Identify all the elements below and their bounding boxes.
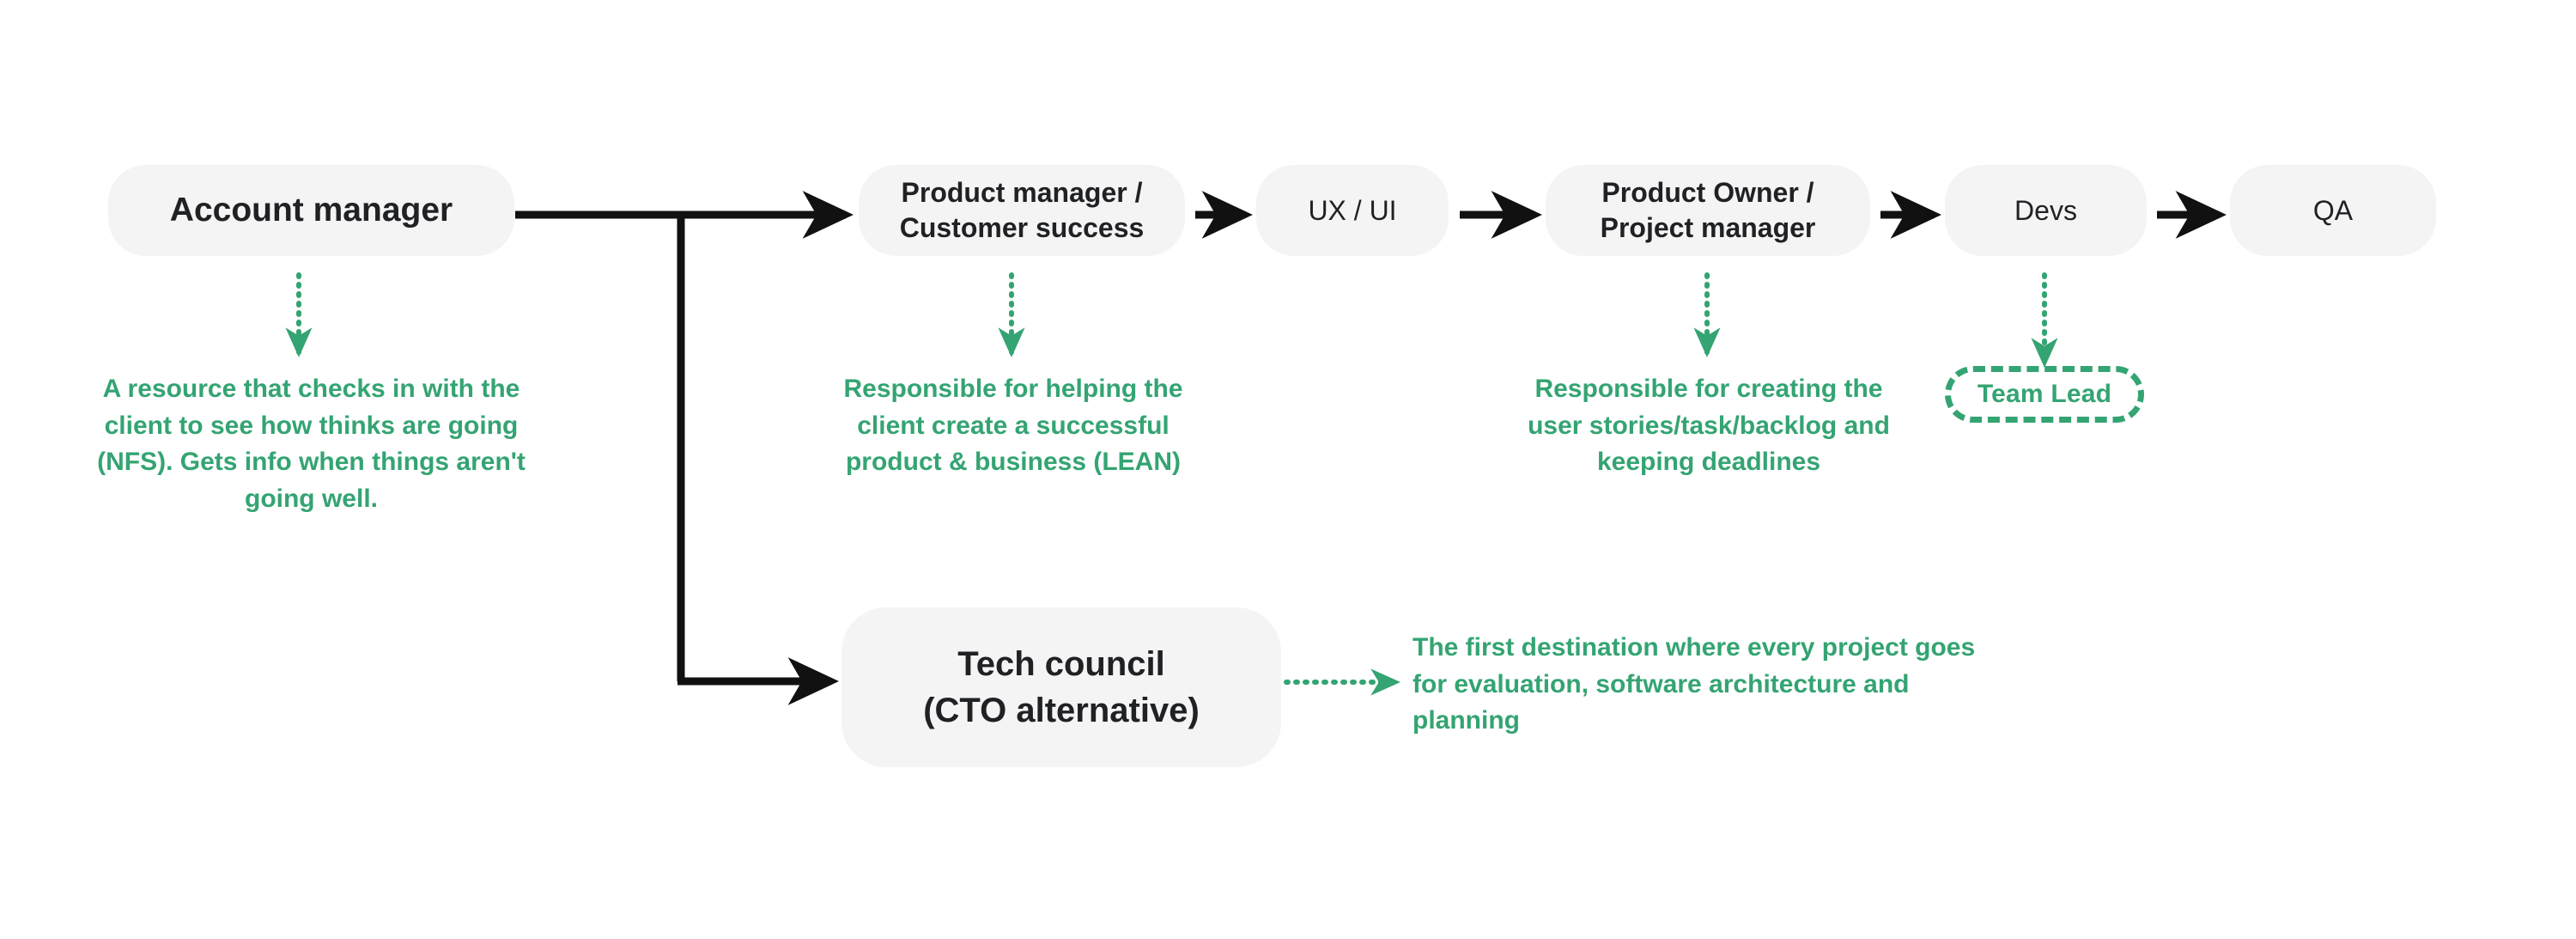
node-devs[interactable]: Devs — [1945, 165, 2147, 256]
annotation-tech-council: The first destination where every projec… — [1413, 633, 1976, 735]
annotation-product-owner: Responsible for creating the user storie… — [1528, 375, 1890, 477]
node-ux-ui-label: UX / UI — [1308, 194, 1397, 226]
node-product-manager[interactable]: Product manager / Customer success — [859, 165, 1185, 256]
node-ux-ui[interactable]: UX / UI — [1256, 165, 1449, 256]
annotation-account-manager: A resource that checks in with the clien… — [97, 375, 526, 513]
node-account-manager[interactable]: Account manager — [108, 165, 514, 256]
node-product-owner[interactable]: Product Owner / Project manager — [1546, 165, 1870, 256]
node-product-owner-label: Product Owner / Project manager — [1600, 177, 1816, 243]
node-account-manager-label: Account manager — [169, 192, 453, 229]
node-qa-label: QA — [2312, 194, 2354, 226]
node-team-lead-label: Team Lead — [1977, 380, 2112, 408]
node-tech-council-label: Tech council (CTO alternative) — [923, 645, 1200, 729]
node-team-lead[interactable]: Team Lead — [1945, 366, 2144, 423]
node-devs-label: Devs — [2014, 194, 2077, 226]
annotation-product-manager: Responsible for helping the client creat… — [843, 375, 1183, 477]
node-tech-council[interactable]: Tech council (CTO alternative) — [841, 607, 1281, 767]
node-product-manager-label: Product manager / Customer success — [899, 177, 1145, 243]
node-qa[interactable]: QA — [2230, 165, 2436, 256]
